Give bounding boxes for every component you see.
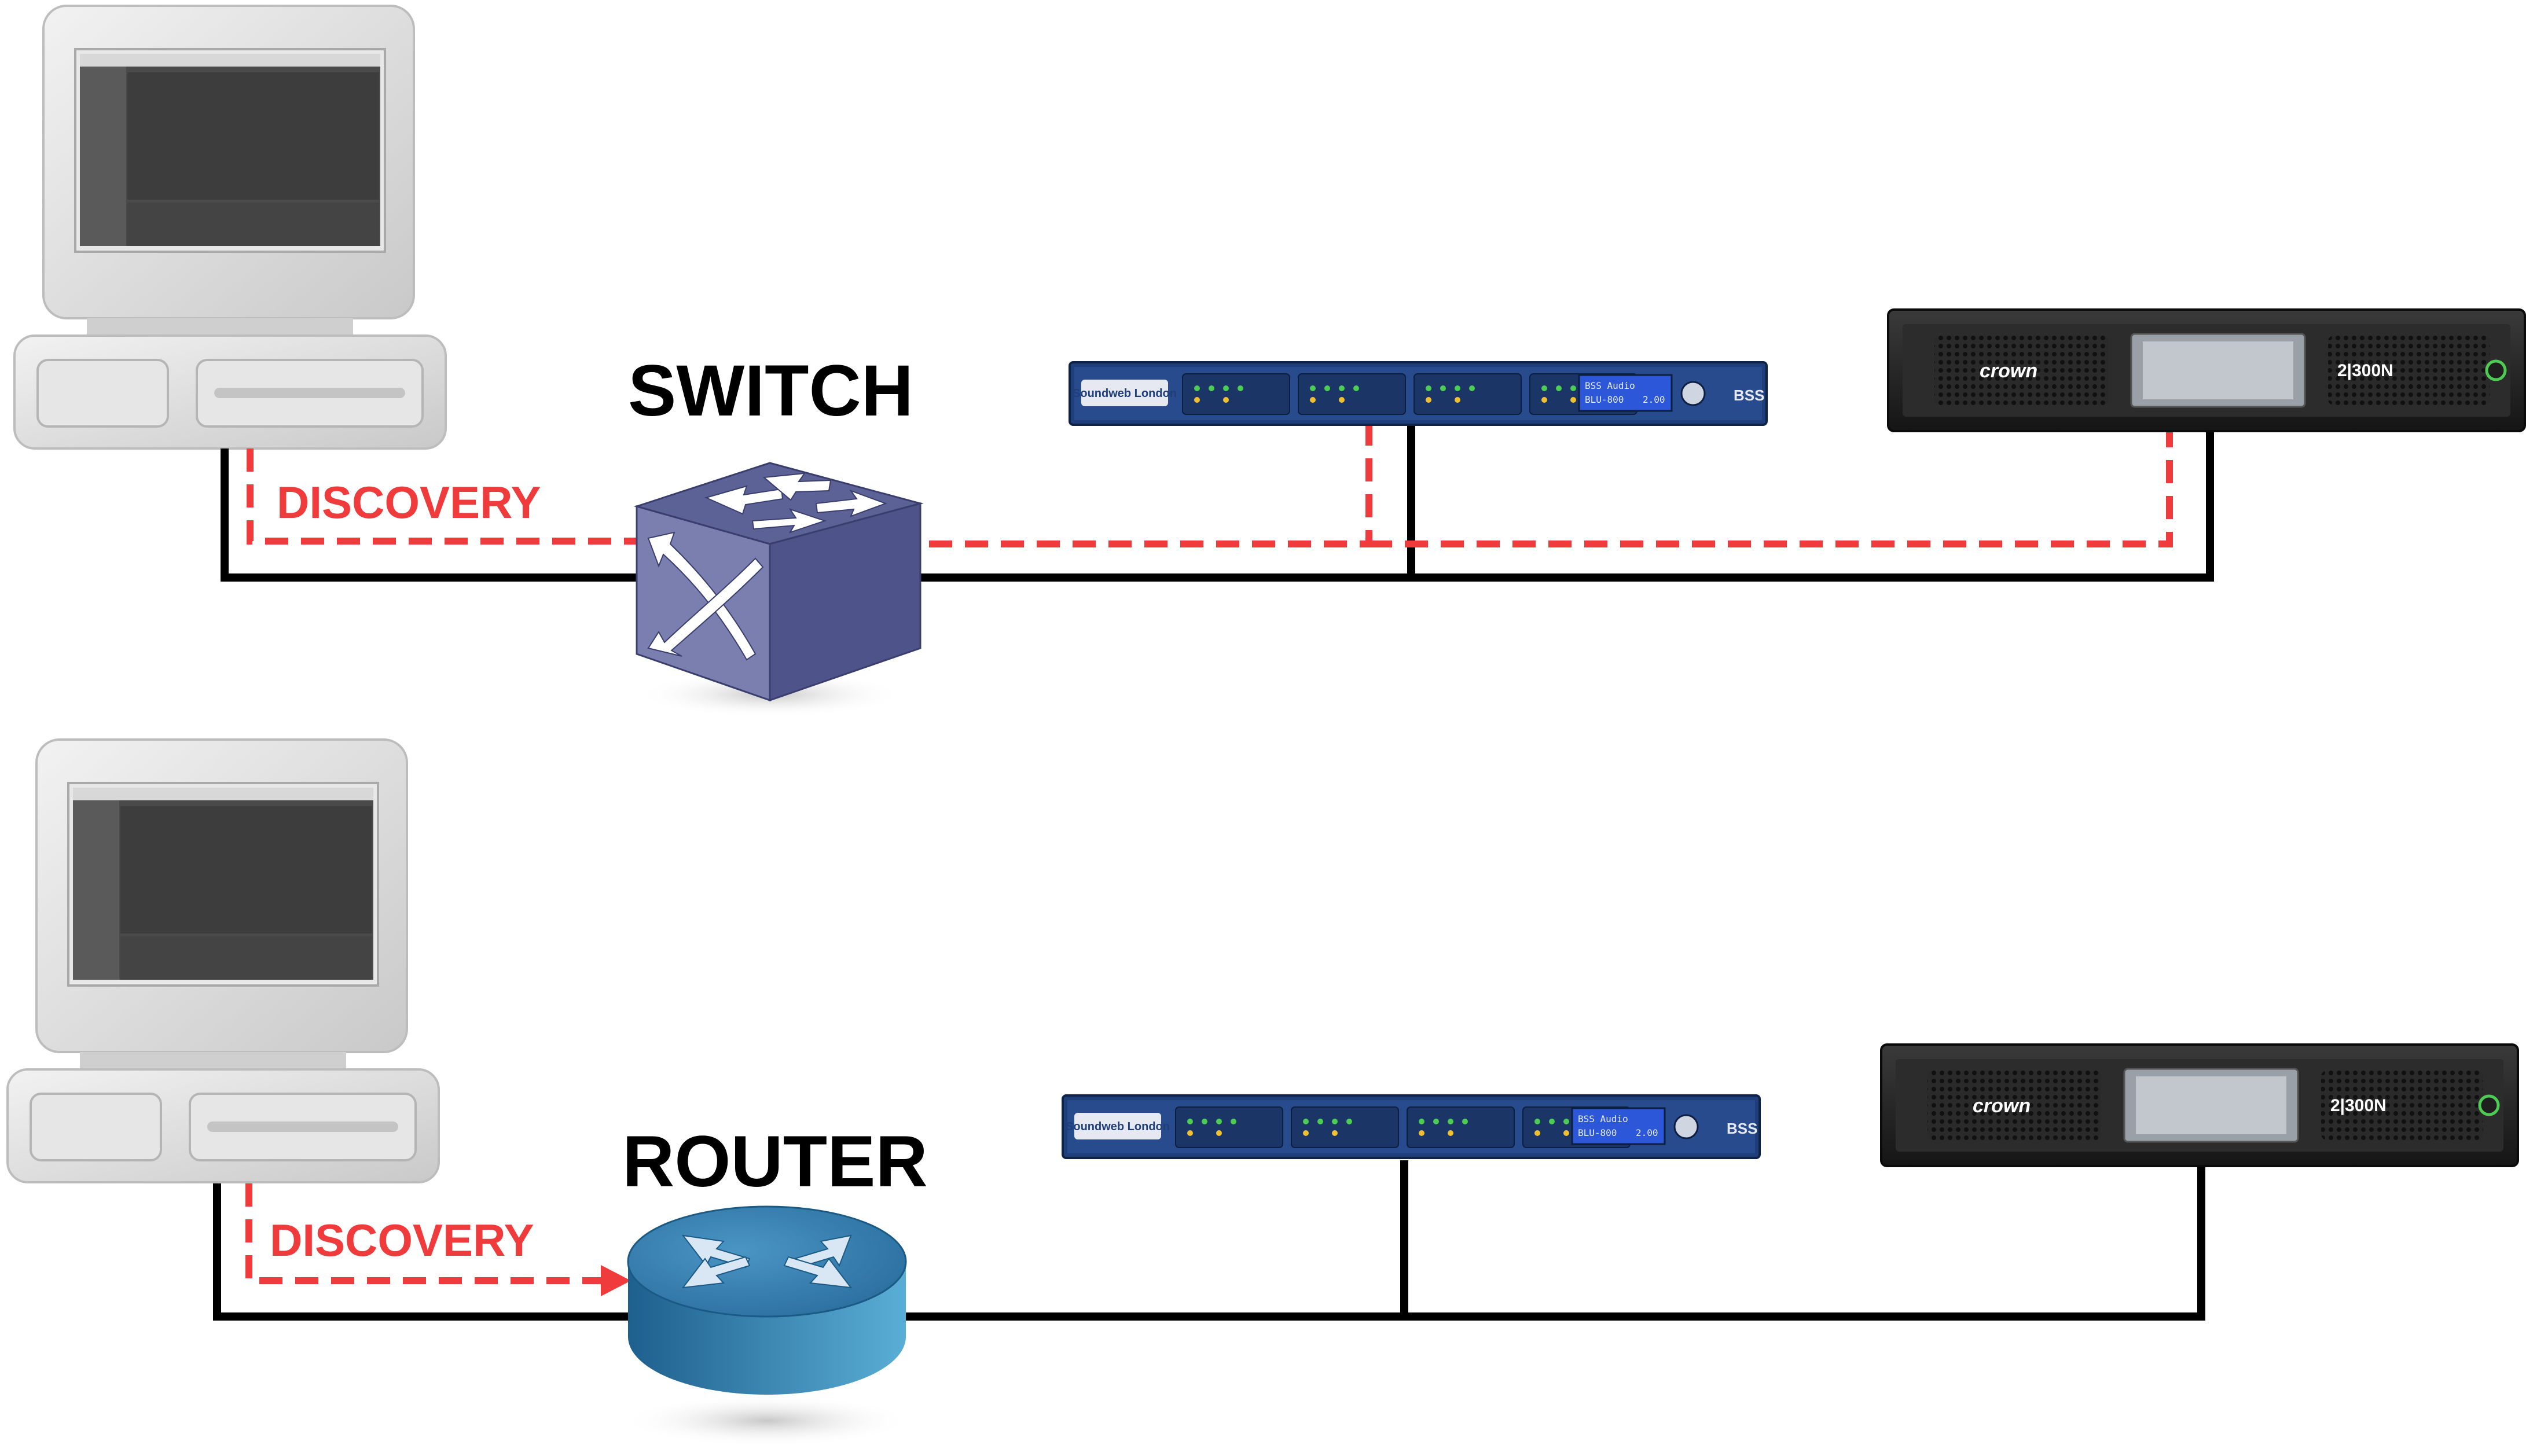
processor-lcd-box: BSS Audio BLU-800 2.00 — [1578, 374, 1673, 412]
amplifier-brand: crown — [1980, 360, 2037, 382]
amplifier-brand: crown — [1973, 1095, 2031, 1117]
lcd-version: 2.00 — [1643, 394, 1665, 405]
router-label: ROUTER — [622, 1122, 928, 1202]
processor-knob-icon — [1673, 1114, 1699, 1139]
processor-brand: Soundweb London — [1073, 387, 1177, 400]
router-icon — [622, 1205, 912, 1447]
switch-label: SWITCH — [628, 351, 913, 431]
network-cable — [213, 1160, 2205, 1321]
discovery-arrowhead — [601, 1265, 631, 1296]
power-amplifier — [1887, 308, 2526, 432]
lcd-line2: BLU-800 — [1578, 1127, 1617, 1138]
processor-knob-icon — [1680, 381, 1706, 406]
lcd-line1: BSS Audio — [1578, 1113, 1628, 1124]
section-router: DISCOVERY ROUTER Soundweb London — [6, 738, 2519, 1447]
processor-brand: Soundweb London — [1066, 1120, 1170, 1133]
amplifier-model: 2|300N — [2337, 361, 2393, 380]
discovery-path — [245, 1183, 602, 1284]
switch-icon — [633, 462, 924, 718]
lcd-version: 2.00 — [1636, 1127, 1658, 1138]
computer-icon — [6, 738, 440, 1183]
processor-lcd-box: BSS Audio BLU-800 2.00 — [1571, 1107, 1666, 1145]
discovery-label: DISCOVERY — [277, 477, 541, 528]
discovery-label: DISCOVERY — [270, 1215, 534, 1266]
network-cable — [221, 417, 2214, 582]
processor-maker-logo: BSS — [1734, 387, 1764, 404]
discovery-path — [247, 411, 2173, 547]
lcd-line2: BLU-800 — [1585, 394, 1624, 405]
amplifier-model: 2|300N — [2330, 1096, 2387, 1115]
section-switch: DISCOVERY SWITCH — [13, 5, 2526, 718]
power-amplifier — [1880, 1043, 2519, 1167]
processor-maker-logo: BSS — [1727, 1120, 1757, 1137]
lcd-line1: BSS Audio — [1585, 380, 1635, 391]
computer-icon — [13, 5, 447, 450]
